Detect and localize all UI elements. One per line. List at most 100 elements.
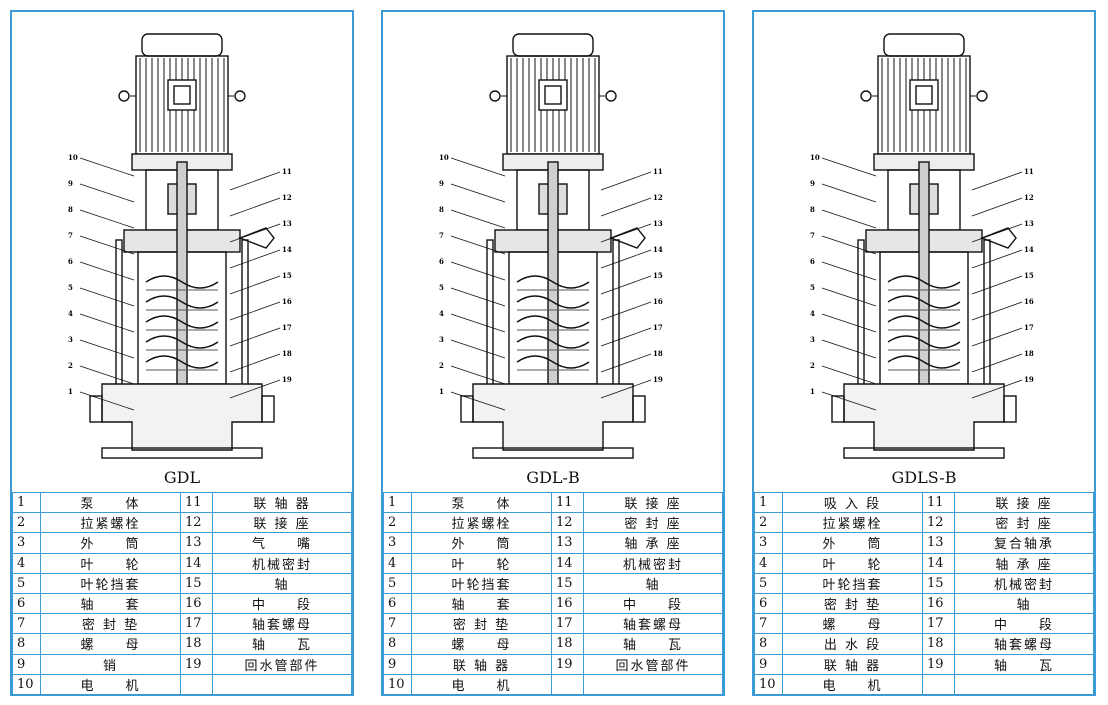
callout-line [600, 301, 652, 321]
callout-label: 19 [282, 375, 292, 384]
lifting-eye [489, 90, 501, 102]
callout-label: 17 [1024, 323, 1034, 332]
callout-label: 8 [439, 205, 444, 214]
part-name: 联 轴 器 [782, 653, 923, 675]
part-name: 轴套螺母 [954, 633, 1094, 655]
part-number: 12 [180, 512, 213, 534]
part-name: 轴 瓦 [212, 633, 352, 655]
callout-line [79, 287, 135, 307]
callout-line [821, 339, 877, 359]
callout-label: 10 [439, 153, 449, 162]
callout-line [79, 365, 135, 385]
callout-label: 1 [810, 387, 815, 396]
part-number: 9 [754, 653, 783, 675]
part-name: 轴 瓦 [954, 653, 1094, 675]
part-number: 2 [754, 512, 783, 534]
part-name: 中 段 [212, 592, 352, 615]
callout-label: 2 [439, 361, 444, 370]
part-name: 密 封 座 [954, 512, 1094, 534]
part-number: 14 [551, 552, 584, 574]
callout-line [79, 391, 135, 411]
part-name: 叶轮挡套 [782, 572, 923, 594]
callout-line [971, 379, 1023, 399]
part-name: 轴 承 座 [583, 532, 723, 554]
callout-line [821, 235, 877, 255]
callout-line [229, 353, 281, 373]
part-name: 联 接 座 [583, 491, 723, 514]
part-number: 1 [754, 491, 783, 514]
part-number: 9 [12, 653, 41, 675]
part-name: 销 [40, 653, 181, 675]
part-number: 13 [922, 532, 955, 554]
impeller-stage [516, 315, 590, 329]
callout-line [600, 171, 652, 191]
motor-cap [512, 33, 594, 57]
part-number: 15 [180, 572, 213, 594]
callout-line [450, 365, 506, 385]
callout-line [971, 197, 1023, 217]
impeller-stage [887, 275, 961, 289]
lifting-eye [234, 90, 246, 102]
part-number: 4 [12, 552, 41, 574]
callout-label: 2 [810, 361, 815, 370]
callout-label: 11 [282, 167, 292, 176]
part-number: 9 [383, 653, 412, 675]
part-number: 17 [551, 613, 584, 635]
callout-label: 12 [653, 193, 663, 202]
callout-label: 15 [1024, 271, 1034, 280]
outlet-flange [632, 395, 646, 423]
callout-line [450, 261, 506, 281]
part-number: 5 [383, 572, 412, 594]
part-name: 密 封 垫 [782, 592, 923, 615]
pump-body [843, 383, 1005, 451]
callout-label: 8 [810, 205, 815, 214]
part-number: 17 [922, 613, 955, 635]
part-number: 13 [180, 532, 213, 554]
part-name: 轴套螺母 [583, 613, 723, 635]
impeller-stage [887, 295, 961, 309]
callout-line [450, 157, 506, 177]
part-name: 密 封 座 [583, 512, 723, 534]
terminal-box [538, 79, 568, 111]
callout-label: 17 [282, 323, 292, 332]
callout-label: 12 [282, 193, 292, 202]
motor-cap [141, 33, 223, 57]
motor-cap [883, 33, 965, 57]
callout-line [600, 223, 652, 243]
callout-label: 7 [810, 231, 815, 240]
part-name: 机械密封 [954, 572, 1094, 594]
base-foot [472, 447, 634, 459]
callout-label: 2 [68, 361, 73, 370]
callout-line [229, 301, 281, 321]
inlet-flange [89, 395, 103, 423]
callout-line [229, 275, 281, 295]
terminal-cover [173, 85, 191, 105]
model-title: GDL [163, 468, 201, 487]
callout-label: 13 [653, 219, 663, 228]
part-name: 拉紧螺栓 [40, 512, 181, 534]
pump-body [472, 383, 634, 451]
part-number: 1 [12, 491, 41, 514]
part-name: 机械密封 [212, 552, 352, 574]
callout-line [229, 223, 281, 243]
callout-line [600, 275, 652, 295]
part-name: 联 接 座 [954, 491, 1094, 514]
callout-line [821, 365, 877, 385]
part-name: 轴 [212, 572, 352, 594]
part-name: 联 接 座 [212, 512, 352, 534]
inlet-flange [831, 395, 845, 423]
model-title: GDL-B [526, 468, 580, 487]
impeller-stage [887, 355, 961, 369]
part-name: 中 段 [954, 613, 1094, 635]
callout-label: 19 [653, 375, 663, 384]
callout-label: 1 [68, 387, 73, 396]
callout-label: 3 [439, 335, 444, 344]
